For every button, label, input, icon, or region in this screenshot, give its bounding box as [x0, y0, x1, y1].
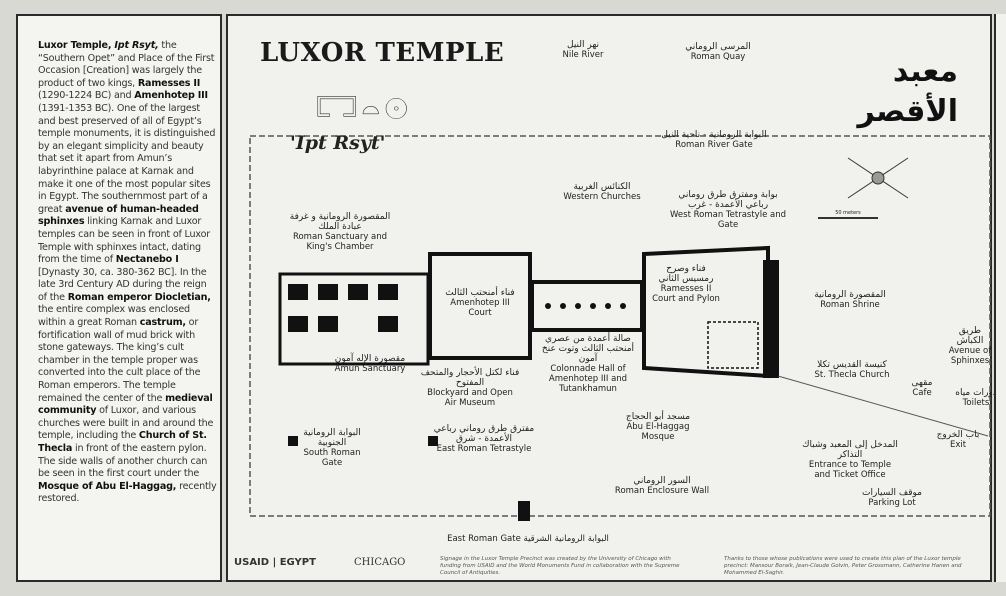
text: Luxor Temple,	[38, 40, 115, 51]
map-subtitle: 'Ipt Rsyt'	[290, 132, 386, 154]
map-title: LUXOR TEMPLE	[260, 38, 505, 68]
text: the entire complex was enclosed within a…	[38, 304, 190, 329]
text: (1391-1353 BC). One of the largest and b…	[38, 102, 216, 215]
north-arrow-icon	[847, 157, 909, 199]
chicago-logo: CHICAGO	[354, 557, 406, 568]
pylon	[763, 260, 779, 378]
text: Ramesses II	[137, 77, 201, 89]
label-colonnade-hall: صالة أعمدة من عصري أمنحتب الثالث وتوت عن…	[541, 334, 635, 394]
text: (1290-1224 BC) and	[38, 90, 135, 102]
description-text: Luxor Temple, Ipt Rsyt, the “Southern Op…	[38, 40, 218, 506]
colonnade-columns	[545, 303, 626, 309]
text: linking Karnak and Luxor temples can be …	[38, 216, 210, 266]
text: the “Southern Opet” and Place of the Fir…	[38, 40, 215, 89]
text: castrum,	[139, 317, 186, 329]
map-title-arabic: معبد الأقصر	[857, 54, 959, 129]
label-east-roman-gate: East Roman Gate البوابة الرومانية الشرقي…	[447, 534, 609, 544]
sanctuary-rooms	[288, 284, 398, 332]
text: avenue of human-headed sphinxes	[38, 203, 199, 228]
credit-text: Signage in the Luxor Temple Precinct was…	[440, 556, 680, 576]
text: medieval community	[38, 392, 213, 417]
text: in front of the eastern pylon. The side …	[38, 443, 208, 480]
text: Roman emperor Diocletian,	[67, 291, 211, 303]
scale-label: 50 meters	[835, 210, 861, 216]
usaid-logo: USAID | EGYPT	[234, 557, 316, 568]
text: Nectanebo I	[115, 254, 179, 266]
text: Ipt Rsyt,	[114, 40, 159, 51]
text: Amenhotep III	[134, 90, 208, 102]
description-panel: Luxor Temple, Ipt Rsyt, the “Southern Op…	[16, 14, 222, 582]
text: or fortification wall of mud brick with …	[38, 317, 201, 404]
text: Mosque of Abu El-Haggag,	[38, 480, 177, 492]
temple-plan	[249, 135, 991, 521]
text: recently restored.	[38, 480, 217, 505]
label-west-roman-tetrastyle: بوابة ومفترق طرق روماني رباعي الأعمدة - …	[670, 190, 786, 230]
text: of Luxor, and various churches were buil…	[38, 405, 214, 442]
thanks-text: Thanks to those whose publications were …	[724, 556, 962, 576]
mosque-outline	[707, 321, 759, 369]
hieroglyph-icon: 𓉐𓏏𓇳	[316, 93, 413, 128]
temple-map: LUXOR TEMPLE 𓉐𓏏𓇳 'Ipt Rsyt' معبد الأقصر …	[226, 14, 997, 582]
adjacent-panel-edge	[994, 14, 1006, 582]
text: [Dynasty 30, ca. 380-362 BC]. In the lat…	[38, 266, 207, 303]
text: Church of St. Thecla	[38, 430, 207, 454]
enclosure-wall	[249, 135, 991, 517]
